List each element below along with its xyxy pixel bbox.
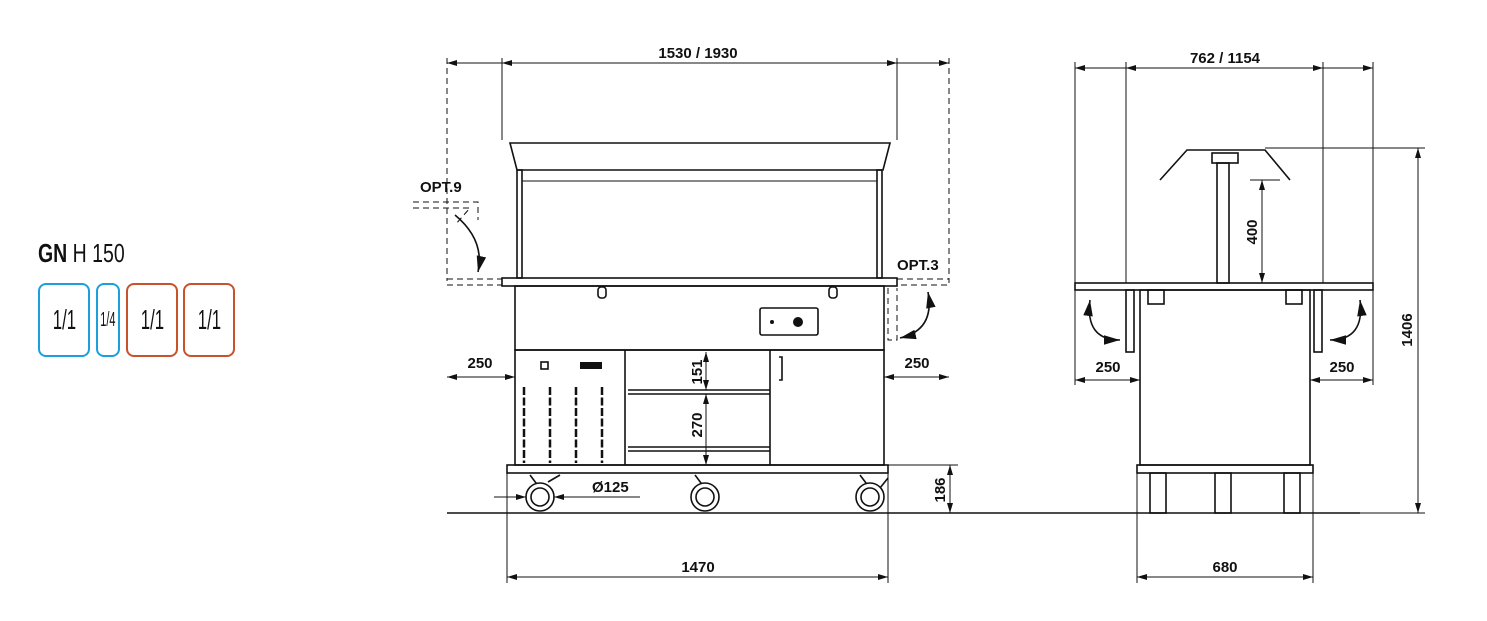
front-width-top: 1530 / 1930: [658, 45, 737, 62]
pan-label: 1/1: [197, 304, 221, 335]
side-left-ext: 250: [1095, 359, 1120, 376]
side-view: 762 / 1154 400 250 250 1406 680: [1074, 50, 1425, 583]
pan-label: 1/4: [100, 308, 116, 331]
front-view: 1530 / 1930 OPT.9 OPT.3: [413, 45, 958, 583]
side-width-top: 762 / 1154: [1190, 50, 1261, 67]
control-panel: [759, 307, 819, 336]
pan-3: 1/1: [126, 283, 178, 357]
front-width-bottom: 1470: [681, 559, 714, 576]
front-left-ext: 250: [467, 355, 492, 372]
pan-4: 1/1: [183, 283, 235, 357]
pan-2: 1/4: [96, 283, 120, 357]
pan-label: 1/1: [140, 304, 164, 335]
side-casters: [1149, 472, 1301, 514]
total-height: 1406: [1399, 313, 1416, 346]
opt-right-label: OPT.3: [897, 257, 939, 274]
casters: [525, 474, 889, 512]
opt-left-label: OPT.9: [420, 179, 462, 196]
wheel-diameter: Ø125: [592, 479, 629, 496]
gn-bold: GN: [38, 238, 68, 268]
gn-label: GN H 150: [38, 238, 154, 269]
side-right-ext: 250: [1329, 359, 1354, 376]
front-right-ext: 250: [904, 355, 929, 372]
pan-label: 1/1: [52, 304, 76, 335]
shelf-lower-dim: 270: [689, 412, 706, 437]
side-width-bottom: 680: [1212, 559, 1237, 576]
gn-height: H 150: [72, 238, 125, 268]
guard-height: 400: [1244, 219, 1261, 244]
shelf-upper-dim: 151: [689, 359, 706, 384]
base-height: 186: [932, 477, 949, 502]
pan-1: 1/1: [38, 283, 90, 357]
